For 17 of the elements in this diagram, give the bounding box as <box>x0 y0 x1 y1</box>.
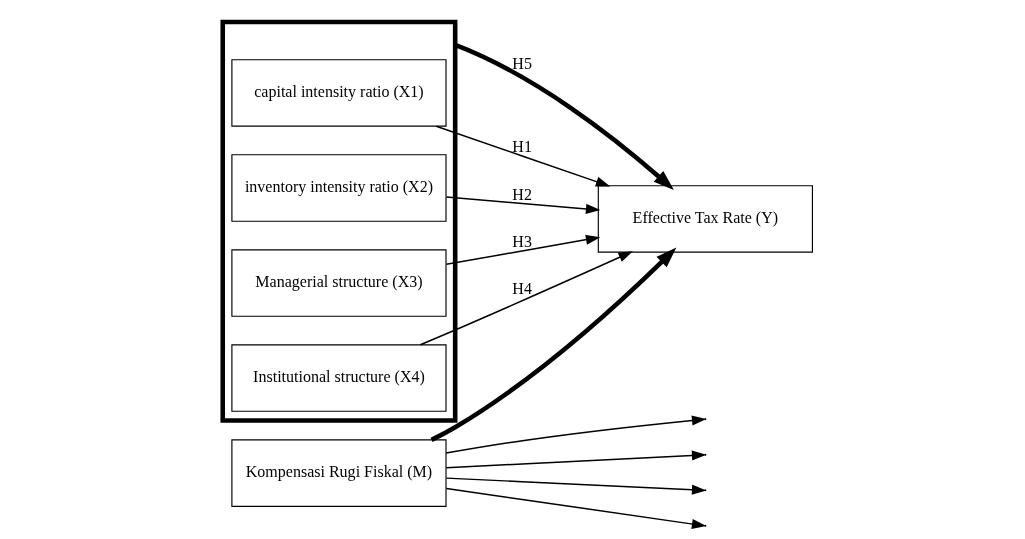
cluster <box>219 19 457 423</box>
node-box: capital intensity ratio (X1) <box>230 59 447 127</box>
node-box: inventory intensity ratio (X2) <box>230 154 447 222</box>
arrow <box>419 251 633 346</box>
edge-label: H5 <box>511 55 532 73</box>
node-box: Institutional structure (X4) <box>230 344 447 412</box>
edge-label: H1 <box>511 137 532 155</box>
arrow <box>445 196 600 214</box>
arrow <box>430 247 676 442</box>
arrow <box>435 125 610 187</box>
node-box: Managerial structure (X3) <box>230 249 447 317</box>
edge-label: H3 <box>511 232 532 250</box>
edge-label: H2 <box>511 185 532 203</box>
edge-label: H4 <box>511 279 532 297</box>
arrow <box>445 234 600 266</box>
node-box: Kompensasi Rugi Fiskal (M) <box>230 439 447 507</box>
node-box: Effective Tax Rate (Y) <box>597 185 813 253</box>
